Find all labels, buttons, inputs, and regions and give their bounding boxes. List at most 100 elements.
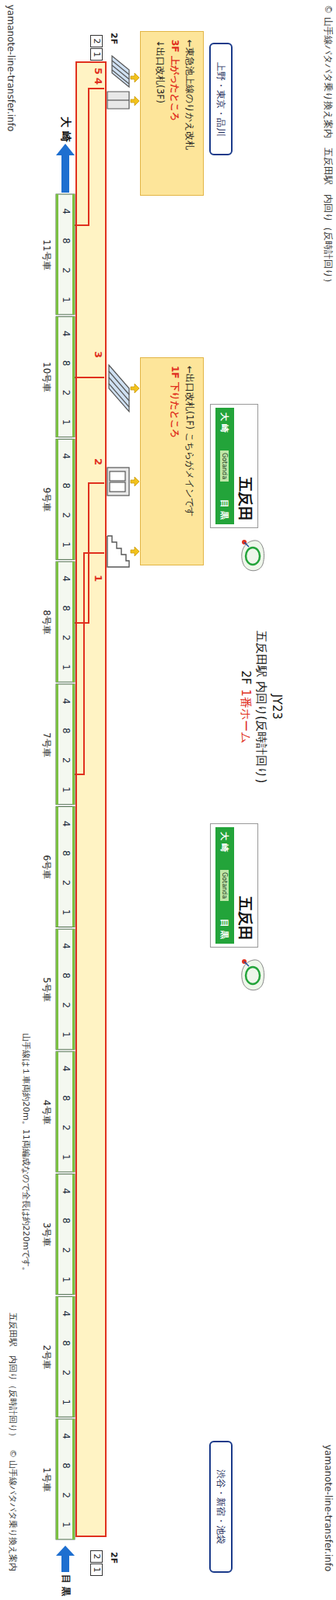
car-number: 10号車 [40,362,52,393]
sign-top: 五反田 [234,405,258,529]
car-stripe [56,439,59,560]
floor-label: 2F [108,32,119,45]
callout-number: 4 [91,77,104,85]
car-number: 11号車 [40,239,52,270]
platform-row: 2F 1番ホーム [238,671,252,745]
door-number: 2 [59,1249,71,1256]
train-car [56,1053,75,1174]
car-stripe [72,1298,75,1419]
title: 五反田駅 内回り(反時計回り) [254,631,268,784]
car-stripe [56,562,59,683]
adjacent-station: 目 黒 [219,500,231,521]
adjacent-station: 大 崎 [219,833,231,854]
track-number: 2 [90,1552,103,1565]
callout-number: 5 [91,67,104,75]
door-number: 8 [59,238,71,245]
direction-box: 渋谷・新宿・池袋 [209,1442,233,1575]
watermark: yamanote-line-transfer.info [4,4,16,132]
floor-label: 2F [108,1554,119,1566]
car-stripe [56,1176,59,1297]
door-number: 8 [59,1096,71,1103]
door-number: 8 [59,1464,71,1471]
platform-label: 1番ホーム [238,689,252,745]
track-number: 2 [90,35,103,48]
adjacent-station: 目 黒 [219,920,231,941]
car-stripe [56,1421,59,1542]
train-car [56,1298,75,1419]
track-number: 1 [90,1565,103,1579]
elevator-icon [107,468,130,497]
door-number: 8 [59,1219,71,1226]
car-stripe [72,562,75,683]
callout-number: 1 [91,575,104,583]
train-car [56,1421,75,1542]
direction-arrow [56,143,75,193]
door-number: 4 [59,1067,71,1074]
door-number: 2 [59,1371,71,1378]
station-sign: 五反田 大 崎 Gotanda 目 黒 [210,404,259,529]
note: 山手線は１車両約20m。11両編成なので全長は約220mです。 [20,1034,31,1278]
route-map-icon [241,960,265,992]
copyright: © 山手線パタパタ乗り換え案内 五反田駅 内回り（反時計回り） [322,4,333,288]
door-number: 1 [59,297,71,304]
car-number: 4号車 [40,1101,52,1127]
door-number: 4 [59,576,71,583]
sign-bar: 大 崎 Gotanda 目 黒 [215,408,235,525]
train-car [56,685,75,806]
car-stripe [72,1053,75,1174]
car-number: 7号車 [40,733,52,759]
station-name: 五反田 [234,477,256,522]
door-number: 8 [59,483,71,490]
car-stripe [72,930,75,1051]
car-number: 9号車 [40,488,52,514]
line-code: JY23 [269,695,284,721]
sign-bar: 大 崎Gotanda目 黒 [215,828,235,945]
train-car [56,194,75,315]
info-box: ←出口改札(1F) こちらがメインです1F 下りたところ [140,357,204,567]
door-number: 8 [59,728,71,735]
direction-text: 上野・東京・品川 [214,62,228,137]
door-number: 2 [59,1126,71,1133]
door-number: 1 [59,542,71,550]
direction-text: 渋谷・新宿・池袋 [214,1471,228,1547]
train [56,194,75,1542]
door-number: 1 [59,1278,71,1285]
route-map-icon [241,540,265,572]
platform [76,62,106,1539]
car-stripe [56,1298,59,1419]
door-number: 1 [59,1523,71,1530]
red-leader-lines [73,88,105,776]
door-number: 4 [59,331,71,338]
door-number: 1 [59,787,71,795]
door-number: 4 [59,1190,71,1197]
sign-top: 五反田 [234,825,258,949]
station-name: 五反田 [234,897,256,942]
info-box: ←東急池上線のりかえ改札3F 上がったところ↓出口改札(3F) [140,31,204,196]
platform-label: 2F [238,671,252,686]
door-number: 1 [59,1400,71,1407]
callout-number: 2 [91,458,104,466]
door-number: 8 [59,1341,71,1348]
stairs-icon [107,536,130,568]
car-number: 5号車 [40,978,52,1004]
car-number: 6号車 [40,856,52,882]
train-car [56,439,75,560]
door-number: 2 [59,881,71,888]
door-number: 4 [59,1312,71,1319]
info-text: ←出口改札(1F) こちらがメインです [182,366,197,558]
door-number: 8 [59,851,71,858]
door-number: 4 [59,1435,71,1442]
info-text: ←東急池上線のりかえ改札 [182,39,197,188]
door-number: 1 [59,1155,71,1162]
station-roman: Gotanda [220,451,230,483]
door-number: 2 [59,1494,71,1501]
adjacent-station: 大 崎 [219,413,231,434]
train-car [56,930,75,1051]
car-stripe [72,194,75,315]
track-number: 1 [90,48,103,61]
train-car [56,808,75,929]
door-number: 2 [59,513,71,520]
car-number: 3号車 [40,1224,52,1250]
car-stripe [72,317,75,438]
